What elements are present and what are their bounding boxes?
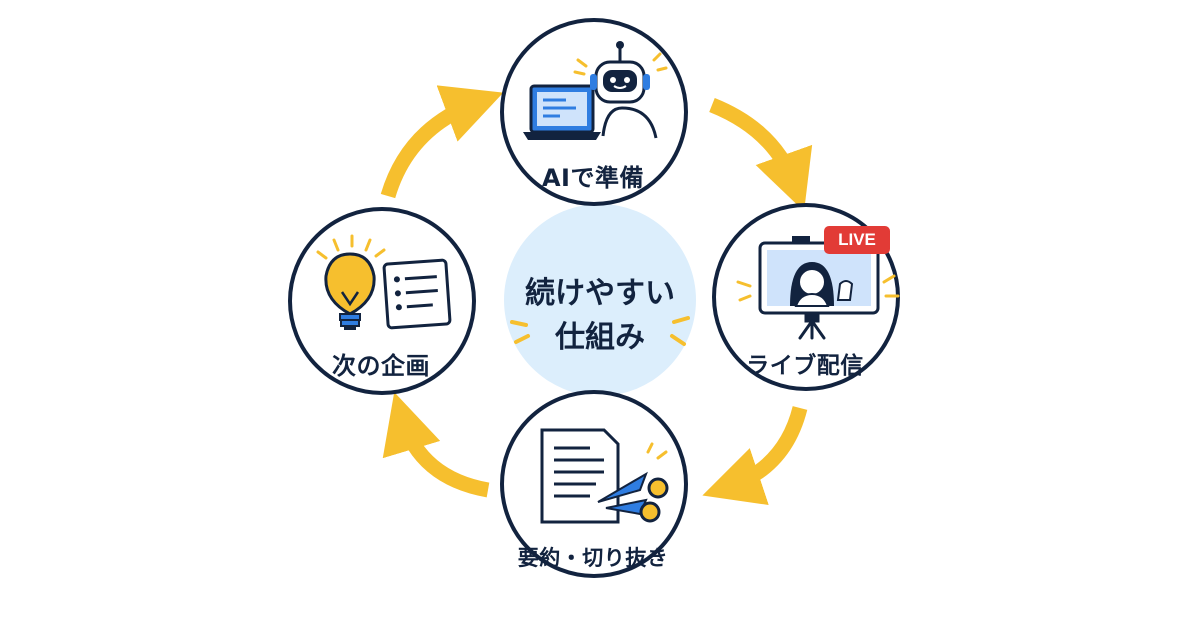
robot-icon: [573, 41, 668, 139]
node-label-live-stream: ライブ配信: [746, 353, 864, 379]
arrow-right-to-bottom: [702, 406, 808, 506]
center-circle: [504, 204, 696, 396]
arrow-bottom-to-left: [382, 392, 490, 498]
lightbulb-icon: [316, 234, 386, 330]
node-label-ai-prep: AIで準備: [541, 164, 644, 192]
right-sparkle-icon: [736, 274, 900, 302]
node-label-next-plan: 次の企画: [332, 352, 430, 380]
arrow-top-to-right: [709, 98, 813, 212]
center-sparkle-icon: [510, 316, 690, 346]
node-label-summary-clips: 要約・切り抜き: [517, 546, 669, 570]
camera-tripod-icon: [798, 311, 826, 340]
checklist-icon: [382, 258, 452, 330]
live-badge: [824, 226, 890, 254]
center-title-line-1: 続けやすい: [525, 276, 675, 311]
node-left-circle: [288, 207, 476, 395]
arrow-left-to-top: [380, 85, 504, 199]
scissors-icon: [597, 442, 669, 523]
center-title-line-2: 仕組み: [555, 320, 645, 355]
live-badge-text: LIVE: [838, 230, 876, 249]
laptop-icon: [523, 84, 601, 140]
document-icon: [540, 428, 620, 524]
person-waving-icon: [790, 262, 854, 307]
